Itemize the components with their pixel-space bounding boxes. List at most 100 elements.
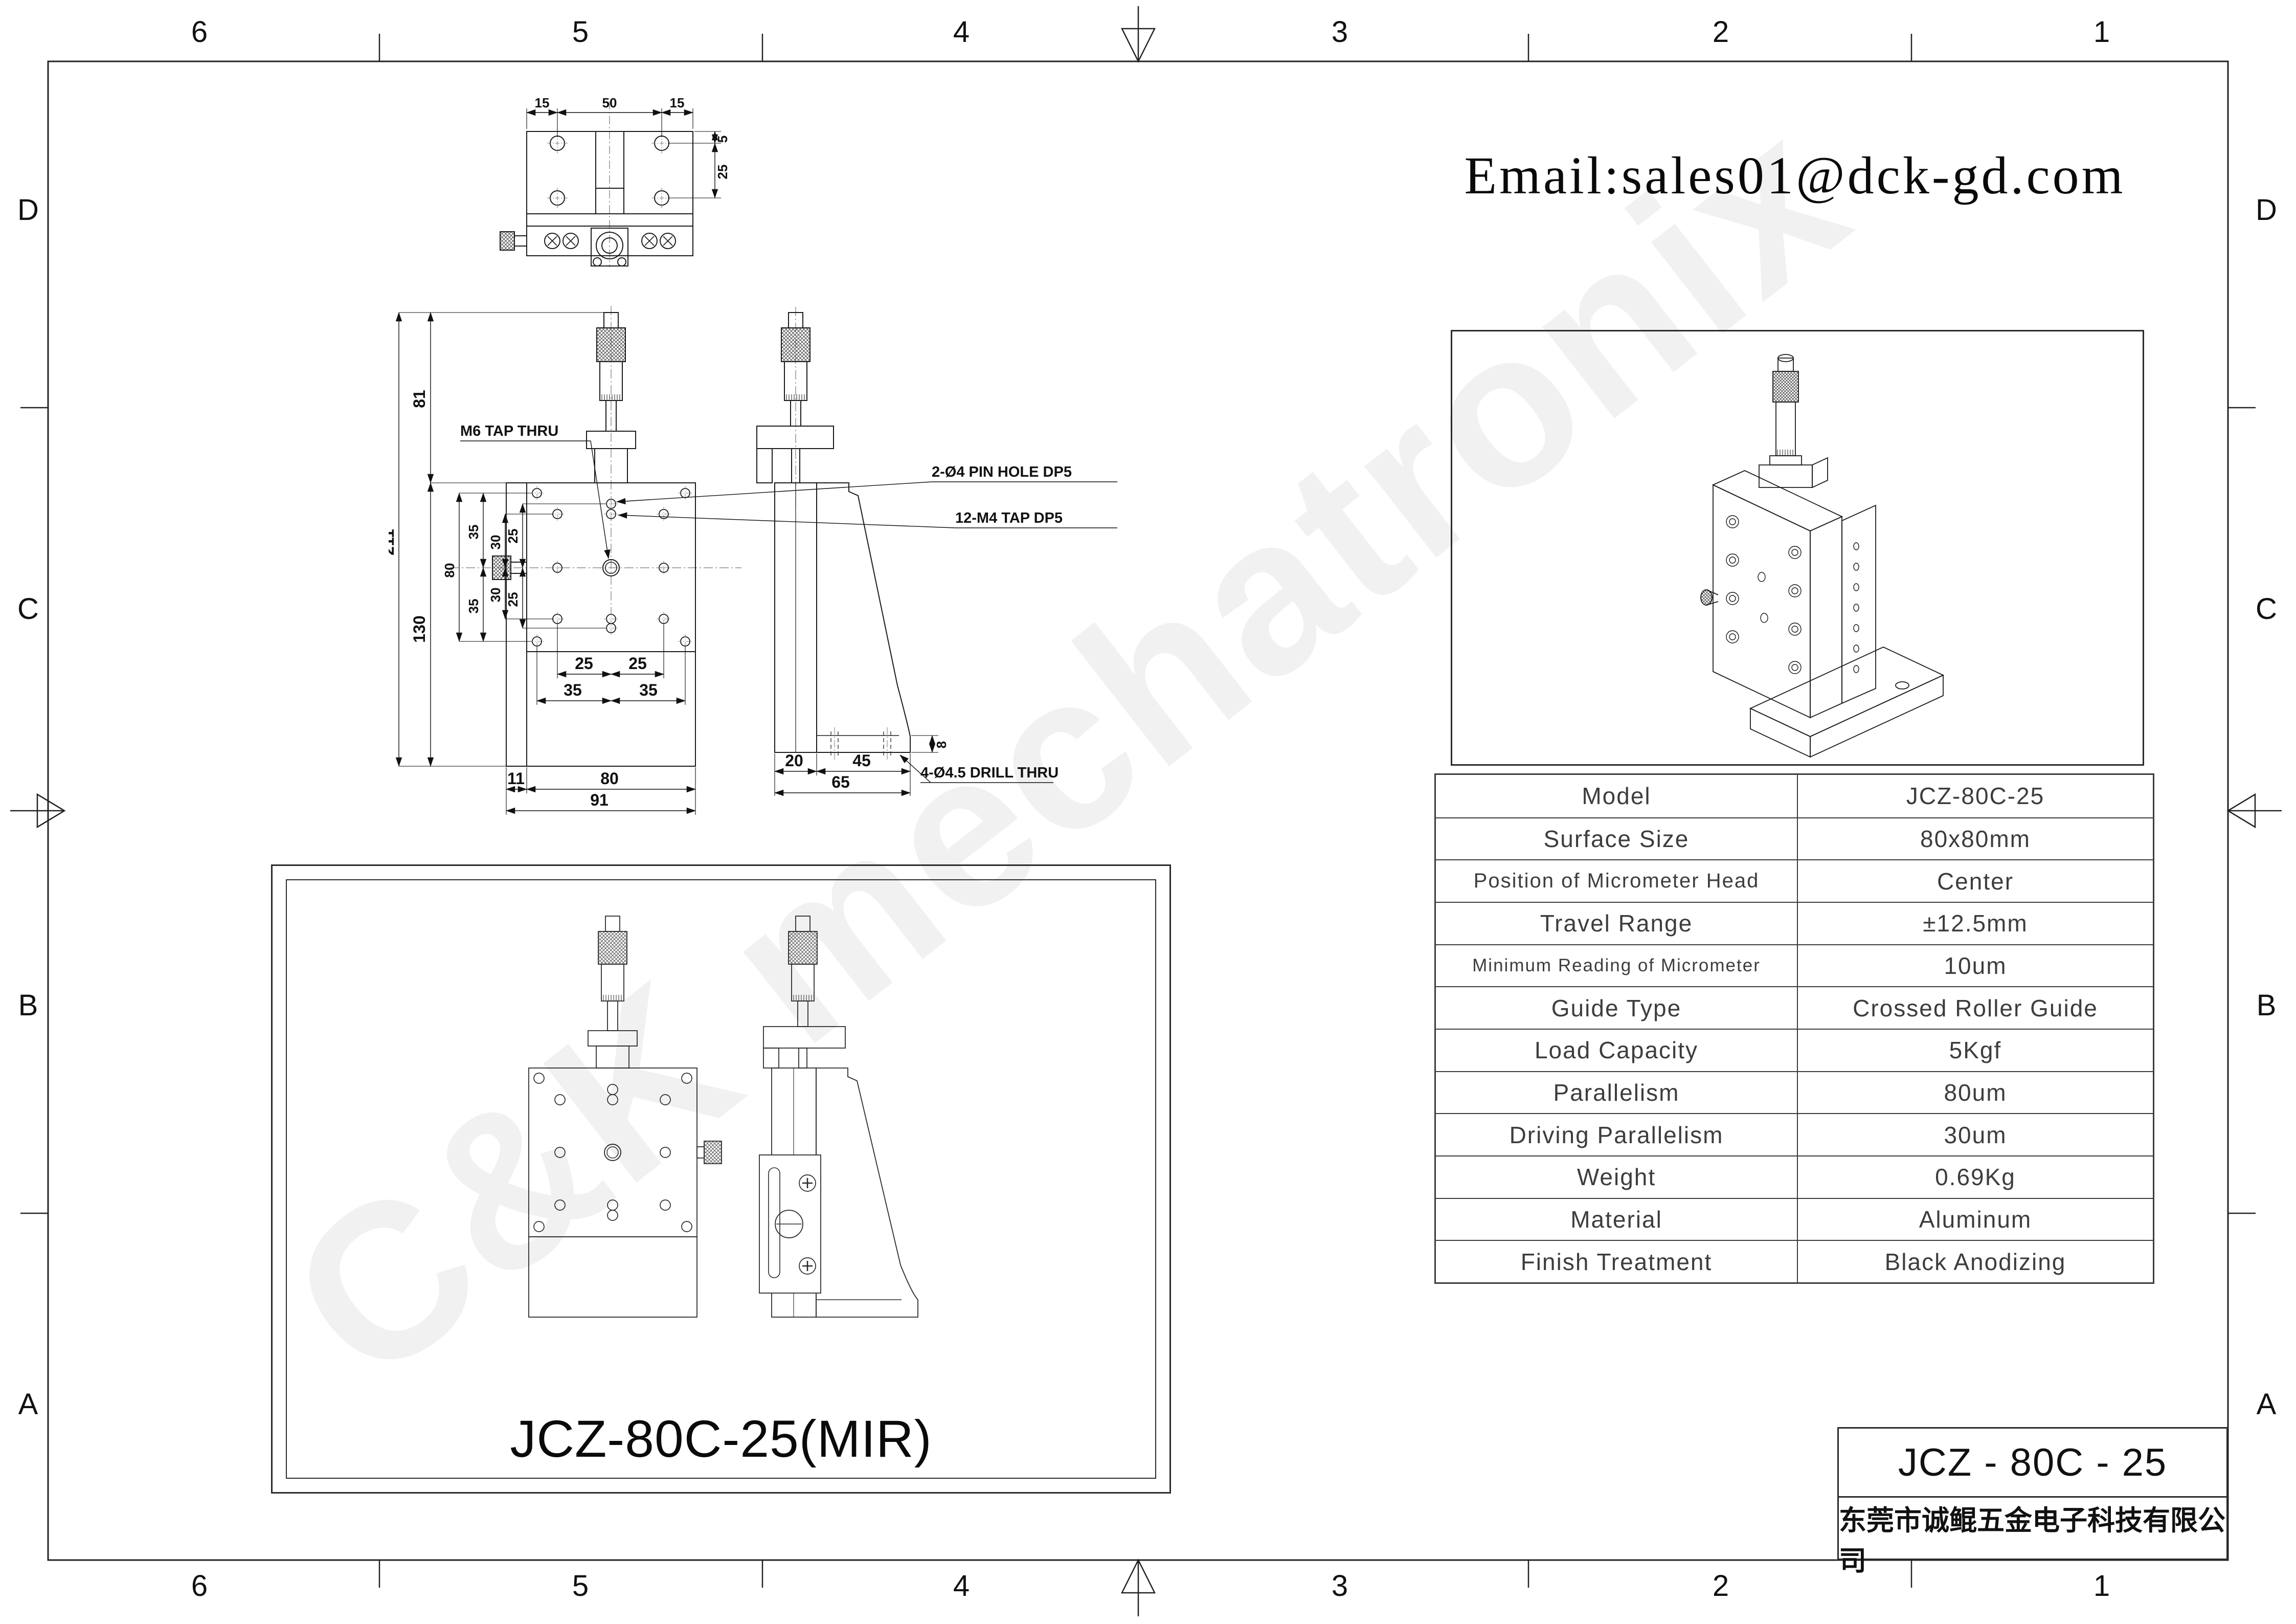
table-row: Travel Range ±12.5mm — [1436, 901, 2153, 944]
table-row: Minimum Reading of Micrometer 10um — [1436, 944, 2153, 987]
label-pin-hole: 2-Ø4 PIN HOLE DP5 — [932, 464, 1072, 480]
centering-arrows — [10, 6, 2282, 1616]
zone-letter-left-b: B — [18, 988, 38, 1022]
zone-number-bottom-5: 5 — [572, 1569, 589, 1603]
zone-number-bottom-6: 6 — [191, 1569, 208, 1603]
zone-number-top-5: 5 — [572, 15, 589, 49]
spec-value: Crossed Roller Guide — [1853, 994, 2098, 1021]
mir-front-holes — [533, 1073, 692, 1232]
dim-35t: 35 — [466, 525, 481, 540]
side-micrometer — [756, 312, 834, 483]
dim-81: 81 — [410, 390, 429, 408]
spec-label: Travel Range — [1436, 902, 1798, 944]
dim-80v: 80 — [442, 563, 457, 578]
table-row: Model JCZ-80C-25 — [1436, 775, 2153, 817]
spec-value: Aluminum — [1919, 1206, 2032, 1233]
dim-25t: 25 — [505, 529, 521, 544]
dim-30b: 30 — [488, 588, 503, 603]
iso-face-screws — [1726, 515, 1859, 674]
mir-caption: JCZ-80C-25(MIR) — [510, 1410, 932, 1468]
mir-front-view — [528, 916, 722, 1318]
dim-80h: 80 — [600, 769, 619, 788]
dim-25hl: 25 — [575, 654, 593, 673]
dim-45: 45 — [852, 751, 871, 770]
zone-number-top-3: 3 — [1331, 15, 1348, 49]
spec-label: Guide Type — [1436, 987, 1798, 1029]
front-holes — [529, 485, 693, 649]
spec-value: 80x80mm — [1920, 825, 2031, 852]
zone-letter-left-c: C — [17, 592, 39, 626]
dim-91: 91 — [590, 791, 609, 809]
zone-number-top-1: 1 — [2093, 15, 2110, 49]
front-micrometer — [586, 312, 636, 483]
table-row: Finish Treatment Black Anodizing — [1436, 1240, 2153, 1282]
spec-label: Weight — [1436, 1156, 1798, 1198]
dim-25b: 25 — [505, 592, 521, 607]
zone-letter-left-d: D — [17, 193, 39, 227]
spec-value: Black Anodizing — [1884, 1248, 2066, 1275]
label-m6-tap: M6 TAP THRU — [460, 423, 558, 439]
iso-stage-body — [1700, 457, 1945, 758]
spec-value: 80um — [1944, 1079, 2007, 1106]
front-dim-lines — [395, 312, 696, 814]
label-m4-tap: 12-M4 TAP DP5 — [955, 510, 1063, 526]
spec-label: Parallelism — [1436, 1072, 1798, 1114]
mir-views-drawing — [528, 916, 918, 1318]
iso-view-panel — [1451, 330, 2144, 766]
spec-label: Minimum Reading of Micrometer — [1436, 945, 1798, 987]
spec-value: 5Kgf — [1949, 1037, 2002, 1064]
table-row: Material Aluminum — [1436, 1197, 2153, 1240]
spec-value: Center — [1937, 867, 2014, 895]
dim-25hr: 25 — [628, 654, 647, 673]
dim-35b: 35 — [466, 599, 481, 614]
front-labels: M6 TAP THRU 2-Ø4 PIN HOLE DP5 12-M4 TAP … — [460, 423, 1117, 559]
spec-value: 0.69Kg — [1935, 1164, 2016, 1191]
spec-label: Position of Micrometer Head — [1436, 860, 1798, 902]
dim-15-left: 15 — [535, 95, 550, 110]
dim-211: 211 — [389, 529, 397, 555]
mir-variant-panel: JCZ-80C-25(MIR) — [271, 864, 1171, 1494]
mir-carriage-plate — [759, 1154, 821, 1294]
spec-label: Finish Treatment — [1436, 1241, 1798, 1282]
spec-value: 30um — [1944, 1121, 2007, 1148]
zone-letter-right-d: D — [2256, 193, 2277, 227]
table-row: Load Capacity 5Kgf — [1436, 1028, 2153, 1071]
dim-130: 130 — [410, 615, 429, 642]
label-drill-thru: 4-Ø4.5 DRILL THRU — [920, 765, 1059, 781]
table-row: Position of Micrometer Head Center — [1436, 859, 2153, 902]
title-company-name: 东莞市诚鲲五金电子科技有限公司 — [1839, 1505, 2225, 1576]
dim-11: 11 — [507, 769, 525, 788]
table-row: Weight 0.69Kg — [1436, 1155, 2153, 1198]
iso-micrometer — [1769, 354, 1802, 465]
spec-label: Material — [1436, 1198, 1798, 1240]
zone-letter-right-c: C — [2256, 592, 2277, 626]
zone-ticks — [20, 34, 2256, 1588]
zone-number-top-2: 2 — [1712, 15, 1729, 49]
dim-30t: 30 — [488, 535, 503, 550]
side-drill-holes — [830, 727, 891, 760]
spec-label: Model — [1436, 775, 1798, 817]
dim-35hr: 35 — [639, 681, 658, 699]
mir-inner-border — [286, 879, 1156, 1479]
table-row: Surface Size 80x80mm — [1436, 817, 2153, 860]
top-view-dim-lines — [526, 109, 718, 198]
dim-65: 65 — [831, 773, 850, 791]
contact-email: Email:sales01@dck-gd.com — [1464, 146, 2126, 205]
iso-view-drawing — [1700, 354, 1945, 758]
dim-25: 25 — [715, 165, 730, 180]
zone-number-bottom-4: 4 — [953, 1569, 970, 1603]
zone-number-bottom-3: 3 — [1331, 1569, 1348, 1603]
side-body — [774, 482, 911, 753]
dim-35hl: 35 — [564, 681, 582, 699]
title-model-number: JCZ - 80C - 25 — [1839, 1429, 2226, 1498]
dim-8: 8 — [934, 741, 949, 748]
spec-value: JCZ-80C-25 — [1906, 783, 2045, 810]
table-row: Driving Parallelism 30um — [1436, 1113, 2153, 1155]
dim-5: 5 — [715, 136, 730, 143]
top-view-body — [500, 131, 693, 266]
zone-letter-right-a: A — [2256, 1387, 2277, 1421]
zone-number-top-6: 6 — [191, 15, 208, 49]
dim-50: 50 — [602, 95, 617, 110]
